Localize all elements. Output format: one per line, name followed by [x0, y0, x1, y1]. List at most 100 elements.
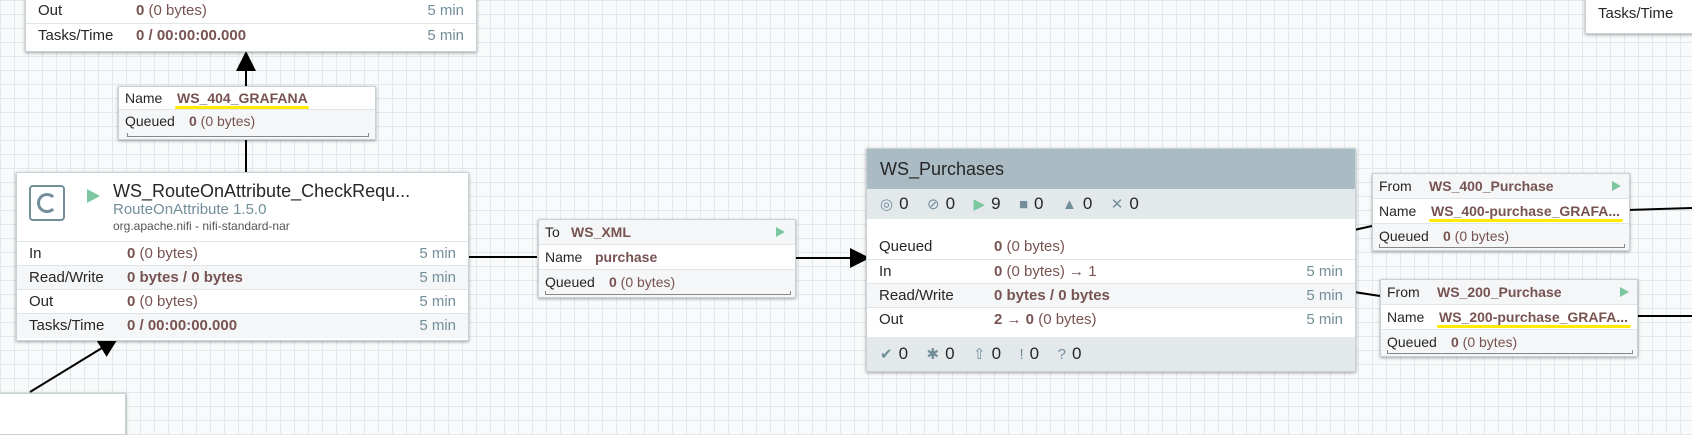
running-icon: ▶ [973, 196, 986, 213]
processor-bundle: org.apache.nifi - nifi-standard-nar [113, 219, 290, 233]
conn-queued-label: Queued [125, 113, 175, 129]
asterisk-icon: ✱ [926, 346, 940, 363]
row-value: 0 / 00:00:00.000 [127, 317, 238, 334]
row-value: 0 (0 bytes) [127, 245, 198, 262]
row-value: 0 (0 bytes) [136, 2, 207, 19]
row-label: Out [879, 311, 904, 328]
wire-group-to-400 [1353, 225, 1373, 231]
row-label: In [29, 245, 42, 262]
row-label: Out [38, 2, 63, 19]
top-row-tasks: Tasks/Time 0 / 00:00:00.000 5 min [26, 23, 476, 48]
connection-404-grafana[interactable]: Name WS_404_GRAFANA Queued 0 (0 bytes) [118, 86, 376, 140]
locally-modified-stat: ✱0 [926, 344, 955, 363]
transmitting-stat: ◎0 [880, 194, 909, 213]
queue-bar [127, 133, 369, 137]
wire-into-processor [29, 337, 119, 393]
row-label: Read/Write [879, 287, 954, 304]
row-time: 5 min [419, 293, 456, 310]
exclamation-circle-icon: ! [1019, 346, 1024, 363]
connection-ws-200-purchase[interactable]: From WS_200_Purchase Name WS_200-purchas… [1380, 279, 1638, 357]
processor-icon [29, 185, 65, 221]
conn-name-value: WS_400-purchase_GRAFA... [1431, 203, 1621, 219]
group-footer: ✔0 ✱0 ⇧0 !0 ?0 [867, 337, 1355, 371]
row-label: Tasks/Time [29, 317, 105, 334]
arrow-up-circle-icon: ⇧ [973, 346, 986, 363]
group-row-queued: Queued 0 (0 bytes) [867, 235, 1355, 259]
conn-from-label: From [1387, 284, 1420, 300]
row-time: 5 min [1306, 311, 1343, 328]
processor-row-readwrite: Read/Write 0 bytes / 0 bytes 5 min [17, 265, 468, 290]
processor-type: RouteOnAttribute 1.5.0 [113, 201, 267, 218]
source-running-icon [1612, 181, 1621, 191]
processor-row-out: Out 0 (0 bytes) 5 min [17, 289, 468, 314]
processor-title: WS_RouteOnAttribute_CheckRequ... [113, 181, 411, 201]
row-label: Read/Write [29, 269, 104, 286]
disabled-stat: ✕0 [1110, 194, 1139, 213]
disabled-icon: ✕ [1110, 196, 1124, 213]
transmitting-icon: ◎ [880, 196, 894, 213]
row-time: 5 min [427, 2, 464, 19]
row-value: 0 / 00:00:00.000 [136, 27, 247, 44]
wire-group-to-200 [1353, 291, 1381, 297]
group-title: WS_Purchases [880, 159, 1005, 179]
row-time: 5 min [427, 27, 464, 44]
conn-queued-row: Queued 0 (0 bytes) [119, 110, 375, 132]
conn-name-label: Name [545, 249, 583, 265]
conn-from-row: From WS_400_Purchase [1373, 174, 1629, 199]
conn-name-label: Name [1387, 309, 1425, 325]
connection-to-ws-xml[interactable]: To WS_XML Name purchase Queued 0 (0 byte… [538, 219, 796, 298]
source-running-icon [1620, 287, 1629, 297]
conn-queued-label: Queued [1379, 228, 1429, 244]
queue-bar [545, 291, 791, 295]
row-label: Queued [879, 238, 933, 255]
process-group-ws-purchases[interactable]: WS_Purchases ◎0 ⊘0 ▶9 ■0 ▲0 ✕0 Queued 0 … [866, 148, 1356, 372]
row-value: 0 (0 bytes) → 1 [994, 263, 1097, 280]
running-play-icon[interactable] [87, 189, 100, 203]
group-row-out: Out 2 → 0 (0 bytes) 5 min [867, 307, 1355, 332]
up-to-date-stat: ✔0 [880, 344, 909, 363]
conn-queued-value: 0 (0 bytes) [609, 274, 676, 290]
row-label: Out [29, 293, 54, 310]
checkmark-icon: ✔ [880, 346, 893, 363]
conn-queued-row: Queued 0 (0 bytes) [1381, 330, 1637, 354]
partial-component-bottom-left[interactable] [0, 393, 126, 435]
conn-name-value: WS_404_GRAFANA [177, 90, 308, 106]
conn-queued-label: Queued [1387, 334, 1437, 350]
top-processor[interactable]: Out 0 (0 bytes) 5 min Tasks/Time 0 / 00:… [25, 0, 477, 52]
processor-row-tasks: Tasks/Time 0 / 00:00:00.000 5 min [17, 313, 468, 338]
wire-400-out [1626, 207, 1692, 211]
conn-to-value: WS_XML [571, 224, 631, 240]
conn-queued-value: 0 (0 bytes) [1443, 228, 1510, 244]
partial-component-top-right[interactable]: Tasks/Time [1585, 0, 1692, 34]
highlight-underline [1429, 219, 1623, 222]
stopped-stat: ■0 [1018, 194, 1044, 213]
question-icon: ? [1057, 346, 1066, 363]
conn-queued-value: 0 (0 bytes) [189, 113, 256, 129]
running-stat: ▶9 [973, 194, 1001, 213]
row-value: 0 (0 bytes) [994, 238, 1065, 255]
row-label: In [879, 263, 892, 280]
processor-route-on-attribute[interactable]: WS_RouteOnAttribute_CheckRequ... RouteOn… [16, 172, 469, 341]
row-value: 2 → 0 (0 bytes) [994, 311, 1097, 328]
row-value: 0 (0 bytes) [127, 293, 198, 310]
warning-icon: ▲ [1061, 196, 1077, 213]
row-time: 5 min [1306, 263, 1343, 280]
stopped-icon: ■ [1018, 196, 1029, 213]
destination-running-icon [776, 227, 785, 237]
connection-ws-400-purchase[interactable]: From WS_400_Purchase Name WS_400-purchas… [1372, 173, 1630, 251]
row-label: Tasks/Time [1598, 5, 1674, 22]
conn-from-value: WS_200_Purchase [1437, 284, 1562, 300]
conn-name-label: Name [125, 90, 163, 106]
queue-bar [1387, 350, 1633, 354]
row-time: 5 min [419, 245, 456, 262]
conn-from-value: WS_400_Purchase [1429, 178, 1554, 194]
group-row-readwrite: Read/Write 0 bytes / 0 bytes 5 min [867, 283, 1355, 308]
row-time: 5 min [419, 269, 456, 286]
invalid-stat: ▲0 [1061, 194, 1093, 213]
conn-name-row: Name purchase [539, 245, 795, 270]
group-stats-bar: ◎0 ⊘0 ▶9 ■0 ▲0 ✕0 [867, 189, 1355, 219]
row-value: 0 bytes / 0 bytes [127, 269, 243, 286]
processor-row-in: In 0 (0 bytes) 5 min [17, 241, 468, 266]
conn-from-label: From [1379, 178, 1412, 194]
queue-bar [1379, 244, 1625, 248]
